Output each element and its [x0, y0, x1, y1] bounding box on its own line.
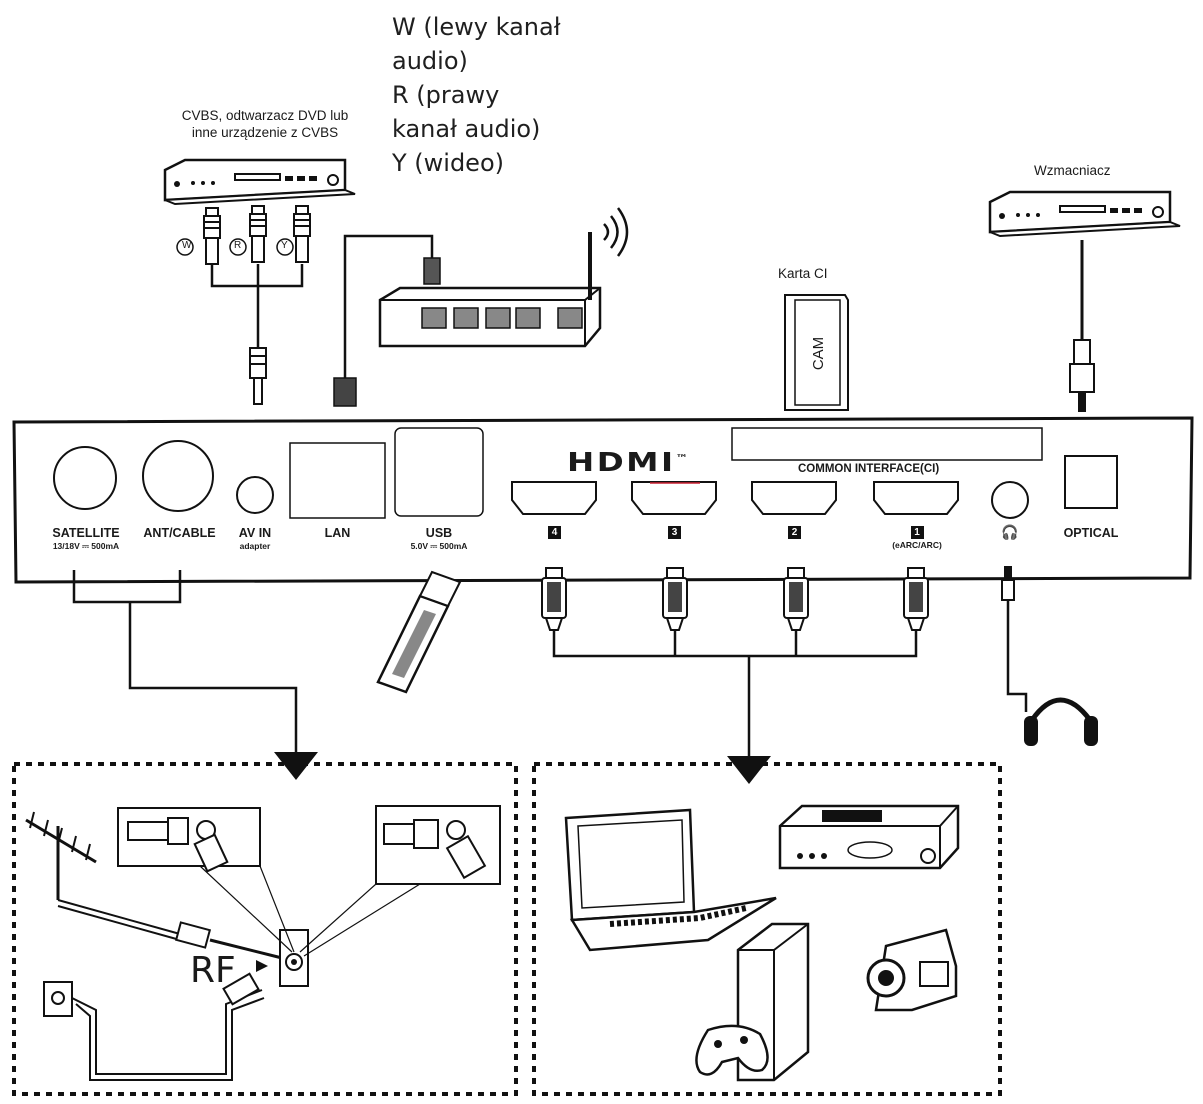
- gamepad-icon: [695, 1024, 769, 1076]
- lan-port: [289, 442, 386, 519]
- hdmi3-label: 3: [668, 526, 683, 539]
- hdmi3-num: 3: [668, 526, 681, 539]
- lan-label: LAN: [324, 526, 351, 540]
- av-in-text: AV IN: [238, 526, 272, 540]
- optical-port: [1064, 455, 1118, 509]
- hdmi-logo-text: HDMI: [567, 448, 676, 478]
- headphone-port: [991, 481, 1029, 519]
- hdmi4-num: 4: [548, 526, 561, 539]
- hdmi-devices-box: [532, 762, 1002, 1096]
- antenna-box: [12, 762, 518, 1096]
- legend-y: Y (wideo): [392, 149, 504, 177]
- ant-cable-label: ANT/CABLE: [143, 526, 216, 540]
- satellite-label: SATELLITE 13/18V ⎓ 500mA: [40, 526, 132, 552]
- rf-label: RF: [190, 950, 236, 991]
- camcorder-icon: [866, 928, 958, 1012]
- rca-r-label: R: [234, 240, 242, 251]
- satellite-sub: 13/18V ⎓ 500mA: [52, 541, 120, 551]
- legend-r: R (prawy: [392, 81, 500, 109]
- cam-label: CAM: [810, 336, 827, 371]
- ci-card-label: Karta CI: [778, 266, 828, 281]
- ci-slot: [731, 427, 1043, 461]
- hdmi1-port: [873, 481, 959, 515]
- hdmi-logo-tm: ™: [675, 453, 691, 465]
- hdmi2-num: 2: [788, 526, 801, 539]
- usb-port: [394, 427, 484, 517]
- hdmi1-label: 1 (eARC/ARC): [870, 526, 964, 550]
- satellite-port: [53, 446, 117, 510]
- hdmi-logo: HDMI™: [567, 448, 691, 478]
- amplifier-label: Wzmacniacz: [1034, 163, 1111, 178]
- cvbs-label: CVBS, odtwarzacz DVD lub inne urządzenie…: [150, 107, 380, 141]
- usb-stick: [376, 570, 462, 694]
- rca-legend: W (lewy kanał audio) R (prawy kanał audi…: [392, 10, 561, 180]
- hdmi4-port: [511, 481, 597, 515]
- cvbs-label-line1: CVBS, odtwarzacz DVD lub: [181, 108, 349, 123]
- headphones: [1024, 697, 1098, 746]
- hdmi1-sub: (eARC/ARC): [892, 540, 942, 550]
- hdmi4-label: 4: [548, 526, 563, 539]
- dvd-player: [163, 158, 357, 206]
- legend-r2: kanał audio): [392, 115, 541, 143]
- av-in-label: AV IN adapter: [228, 526, 282, 551]
- ant-cable-port: [142, 440, 214, 512]
- antenna-icon: [25, 811, 97, 900]
- usb-label: USB 5.0V ⎓ 500mA: [390, 526, 488, 552]
- av-in-port: [236, 476, 274, 514]
- rca-y-label: Y: [281, 240, 288, 251]
- usb-text: USB: [425, 526, 453, 540]
- common-interface-label: COMMON INTERFACE(CI): [798, 463, 940, 475]
- hdmi3-port: [631, 481, 717, 515]
- cvbs-label-line2: inne urządzenie z CVBS: [191, 125, 339, 140]
- hdmi1-num: 1: [910, 526, 924, 539]
- laptop-icon: [564, 808, 777, 952]
- legend-w: W (lewy kanał: [392, 13, 561, 41]
- dvd-recorder-icon: [778, 804, 960, 870]
- legend-w2: audio): [392, 47, 468, 75]
- av-in-sub: adapter: [239, 541, 271, 551]
- amplifier: [988, 190, 1182, 238]
- optical-label: OPTICAL: [1063, 526, 1119, 540]
- headphone-icon: 🎧: [1001, 524, 1019, 540]
- rca-w-label: W: [182, 240, 192, 251]
- satellite-text: SATELLITE: [52, 526, 120, 540]
- usb-sub: 5.0V ⎓ 500mA: [410, 541, 468, 551]
- hdmi2-label: 2: [788, 526, 803, 539]
- hdmi2-port: [751, 481, 837, 515]
